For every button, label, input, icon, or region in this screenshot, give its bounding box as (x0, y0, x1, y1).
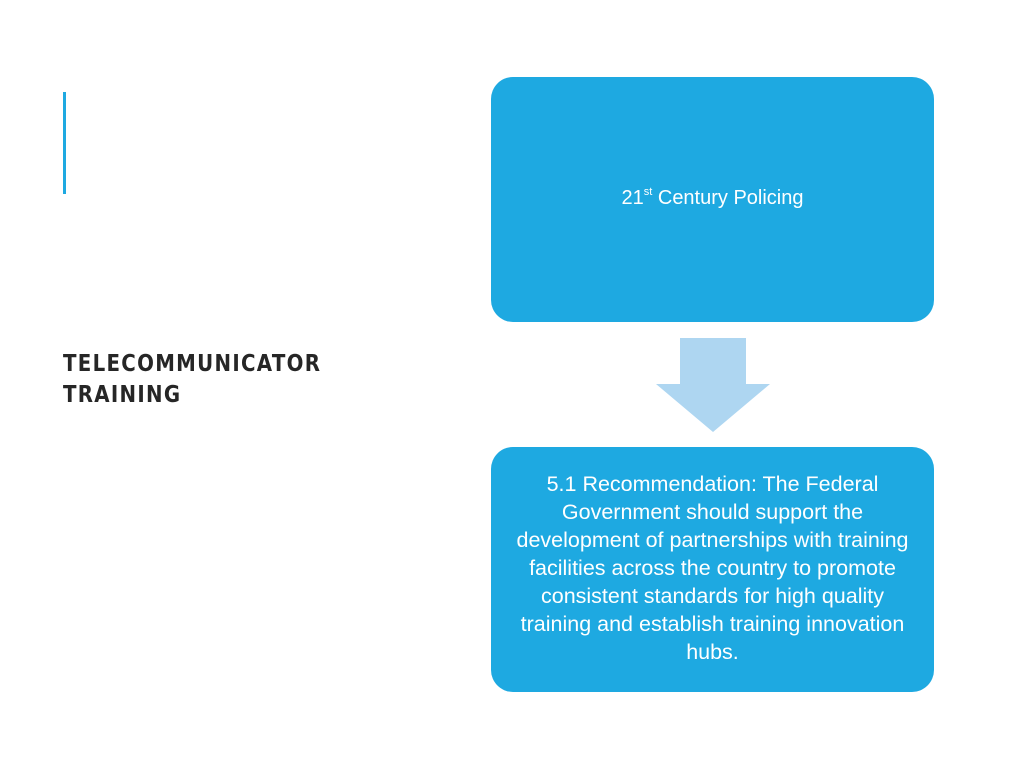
label-rest: Century Policing (652, 187, 804, 209)
flow-box-recommendation: 5.1 Recommendation: The Federal Governme… (491, 447, 934, 692)
down-arrow-icon (656, 338, 770, 432)
flow-box-century-policing: 21st Century Policing (491, 77, 934, 322)
ordinal-number: 21 (621, 187, 644, 209)
down-arrow-shape (656, 338, 770, 432)
title-accent-bar (63, 92, 66, 194)
ordinal-suffix: st (643, 186, 653, 198)
recommendation-text: 5.1 Recommendation: The Federal Governme… (516, 471, 909, 664)
flow-box-century-policing-label: 21st Century Policing (622, 187, 804, 210)
slide-title: TELECOMMUNICATOR TRAINING (63, 351, 322, 408)
